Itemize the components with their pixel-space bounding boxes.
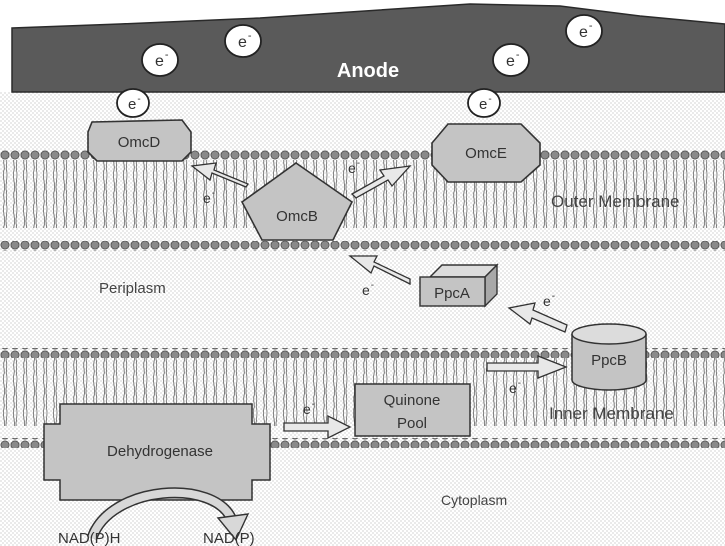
anode-electron: e- (142, 44, 178, 76)
periplasm-label: Periplasm (99, 280, 166, 297)
nadph-label: NAD(P)H (58, 530, 121, 546)
quinone-label-line2: Pool (397, 415, 427, 432)
anode-electron: e- (566, 15, 602, 47)
electron-omcd: e- (117, 89, 149, 117)
cytoplasm-label: Cytoplasm (441, 492, 507, 508)
omce-label: OmcE (465, 145, 507, 162)
quinone-pool: Quinone Pool (355, 384, 470, 436)
inner-membrane-label: Inner Membrane (549, 404, 674, 423)
anode-label: Anode (337, 60, 399, 82)
dehydrogenase-enzyme: Dehydrogenase (44, 404, 270, 500)
omcb-label: OmcB (276, 208, 318, 225)
omce-protein: OmcE (432, 124, 540, 182)
outer-membrane-label: Outer Membrane (551, 192, 680, 211)
ppcb-label: PpcB (591, 352, 627, 369)
omcd-label: OmcD (118, 134, 161, 151)
dehydrogenase-label: Dehydrogenase (107, 443, 213, 460)
ppcb-protein: PpcB (572, 324, 646, 390)
omcd-protein: OmcD (88, 120, 191, 161)
quinone-label-line1: Quinone (384, 392, 441, 409)
nadp-label: NAD(P) (203, 530, 255, 546)
anode-electron: e- (493, 44, 529, 76)
electron-omce: e- (468, 89, 500, 117)
ppca-label: PpcA (434, 285, 470, 302)
anode-electron: e- (225, 25, 261, 57)
